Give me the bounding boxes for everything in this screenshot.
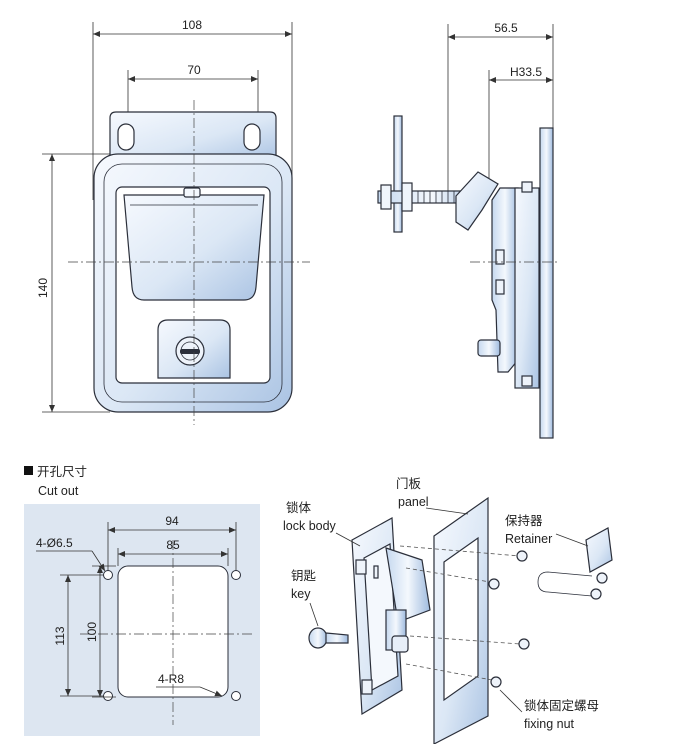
stud-upper bbox=[355, 559, 367, 575]
dim-h-33-5: H33.5 bbox=[488, 65, 553, 190]
retainer-plate bbox=[585, 527, 613, 573]
cutout-hole-br bbox=[231, 691, 241, 701]
label-retainer-cn: 保持器 bbox=[505, 513, 543, 528]
nut-1 bbox=[516, 550, 528, 562]
label-key-cn: 钥匙 bbox=[291, 568, 317, 583]
label-panel-en: panel bbox=[398, 495, 429, 509]
nut-3 bbox=[518, 638, 530, 650]
label-retainer-en: Retainer bbox=[505, 532, 552, 546]
nut-outer bbox=[380, 184, 392, 210]
housing-screw-bottom bbox=[521, 375, 533, 387]
side-detail-1 bbox=[495, 249, 505, 265]
label-fixing-nut-cn: 锁体固定螺母 bbox=[524, 698, 599, 713]
thread-detail bbox=[373, 565, 379, 579]
assembly-line-2 bbox=[405, 567, 491, 583]
key-cylinder-side bbox=[477, 339, 501, 357]
dim-depth-56-5: 56.5 bbox=[447, 21, 554, 200]
dim-inner-height-label: 100 bbox=[85, 622, 99, 642]
front-view: 108 70 140 bbox=[36, 18, 310, 425]
lock-housing-side bbox=[514, 187, 540, 389]
retainer-arm bbox=[393, 115, 403, 233]
retainer-nut-1 bbox=[596, 572, 608, 584]
mounting-hole-left bbox=[117, 123, 135, 151]
lock-mechanism bbox=[385, 547, 431, 623]
label-lock-body-cn: 锁体 bbox=[286, 500, 312, 515]
label-fixing-nut-en: fixing nut bbox=[524, 717, 575, 731]
dim-outer-width-label: 94 bbox=[165, 514, 179, 528]
assembly-line-4 bbox=[405, 663, 493, 681]
label-panel-cn: 门板 bbox=[396, 476, 422, 491]
label-lock-body-en: lock body bbox=[283, 519, 337, 533]
section-bullet bbox=[24, 466, 33, 475]
dim-radius-label: 4-R8 bbox=[158, 672, 184, 686]
flange-side bbox=[539, 127, 554, 439]
dim-width-108: 108 bbox=[92, 18, 293, 200]
retainer-nut-2 bbox=[590, 588, 602, 600]
plate-inner-edge bbox=[103, 163, 283, 403]
key-icon bbox=[308, 627, 349, 649]
cutout-hole-tl bbox=[103, 570, 113, 580]
cutout-hole-tr bbox=[231, 570, 241, 580]
housing-screw-top bbox=[521, 181, 533, 193]
nut-4 bbox=[490, 676, 502, 688]
mounting-hole-right bbox=[243, 123, 261, 151]
dim-height-140: 140 bbox=[36, 153, 110, 413]
dim-outer-height-label: 113 bbox=[53, 626, 67, 645]
cutout-hole-bl bbox=[103, 691, 113, 701]
side-detail-2 bbox=[495, 279, 505, 295]
stud-lower bbox=[361, 679, 373, 695]
dim-width-label: 108 bbox=[182, 18, 202, 32]
dim-holes-label: 4-Ø6.5 bbox=[36, 536, 73, 550]
assembly-line-3 bbox=[409, 635, 521, 645]
cutout-title-cn: 开孔尺寸 bbox=[37, 464, 87, 479]
dim-h-label: H33.5 bbox=[510, 65, 542, 79]
assembly-line-1 bbox=[399, 545, 521, 557]
cutout-title-en: Cut out bbox=[38, 484, 79, 498]
cutout-section: 开孔尺寸 Cut out 94 85 4-Ø6.5 113 bbox=[24, 464, 260, 736]
lock-body-side bbox=[491, 187, 519, 373]
dim-depth-label: 56.5 bbox=[494, 21, 518, 35]
retainer-u-bolt bbox=[537, 571, 593, 597]
paddle-hinge bbox=[183, 187, 201, 198]
dim-hole-spacing-label: 70 bbox=[187, 63, 201, 77]
nut-inner bbox=[401, 182, 413, 212]
label-key-en: key bbox=[291, 587, 311, 601]
keyhole bbox=[180, 349, 200, 354]
latch-cam bbox=[455, 171, 499, 231]
side-view: 56.5 H33.5 bbox=[377, 21, 560, 439]
nut-2 bbox=[488, 578, 500, 590]
door-panel-opening bbox=[443, 536, 479, 702]
lock-body-recess bbox=[363, 543, 399, 691]
dim-height-label: 140 bbox=[36, 278, 50, 298]
mounting-flange bbox=[109, 111, 277, 163]
lock-cylinder-exploded bbox=[391, 635, 409, 653]
exploded-view: 锁体 lock body 门板 panel 保持器 Retainer 钥匙 ke… bbox=[283, 476, 613, 744]
